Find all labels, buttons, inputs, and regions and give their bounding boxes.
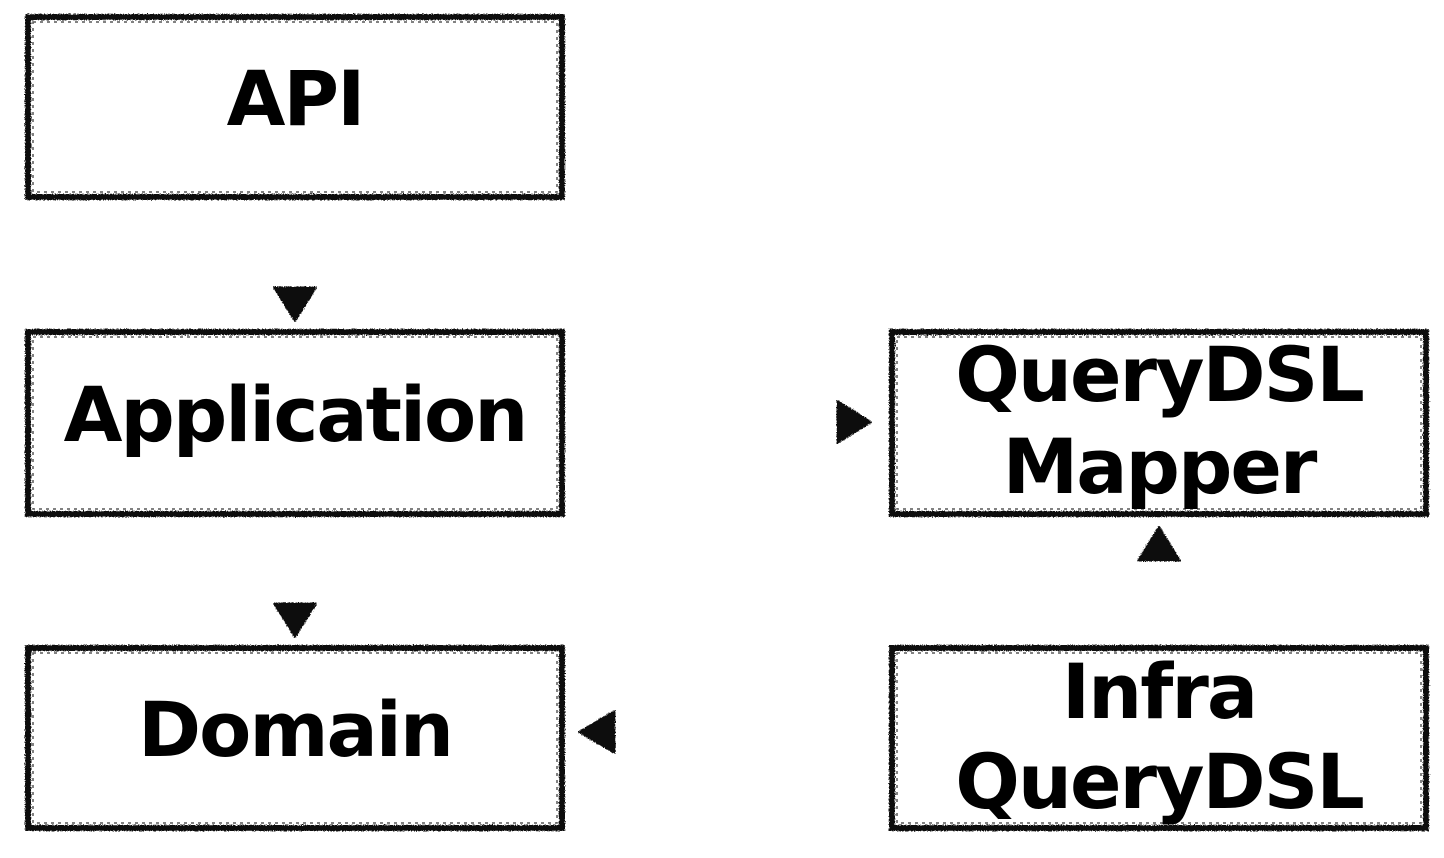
infra-querydsl-label-line1: Infra (1062, 647, 1256, 736)
infra-querydsl-box: Infra QueryDSL (889, 645, 1429, 831)
api-box: API (25, 14, 565, 200)
arrow-application-to-domain (272, 525, 318, 639)
domain-label: Domain (138, 685, 452, 774)
arrow-infra-to-querydsl-mapper (1136, 525, 1182, 641)
querydsl-mapper-label-line2: Mapper (1003, 422, 1318, 511)
querydsl-mapper-label-line1: QueryDSL (955, 330, 1363, 419)
infra-querydsl-label-line2: QueryDSL (955, 737, 1363, 826)
arrow-infra-to-domain (577, 709, 871, 755)
arrow-application-to-querydsl-mapper (575, 399, 873, 445)
application-label: Application (64, 370, 527, 459)
application-box: Application (25, 329, 565, 517)
domain-box: Domain (25, 645, 565, 831)
api-label: API (227, 54, 364, 143)
querydsl-mapper-box: QueryDSL Mapper (889, 329, 1429, 517)
arrow-api-to-application (272, 207, 318, 323)
